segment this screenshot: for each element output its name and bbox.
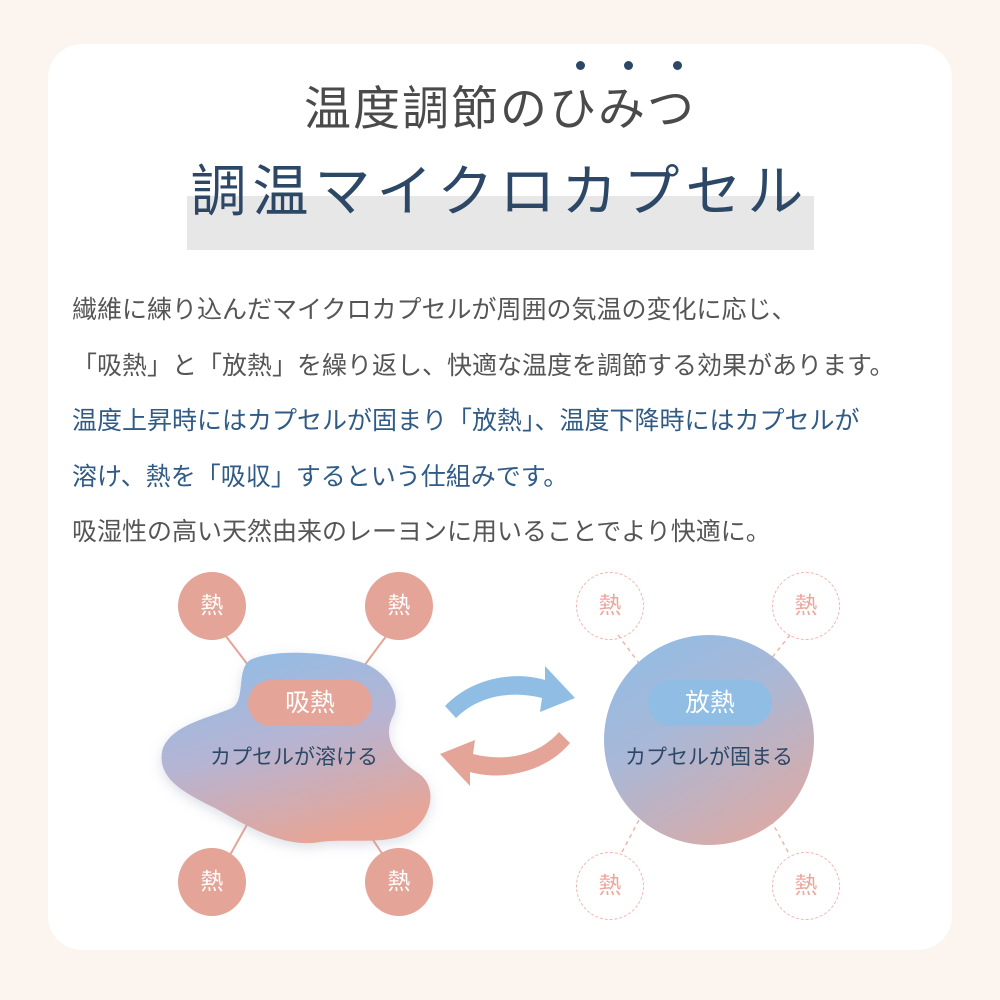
- heat-circle: 熱: [365, 848, 433, 916]
- description-line: 「吸熱」と「放熱」を繰り返し、快適な温度を調節する効果があります。: [72, 350, 895, 380]
- page-subtitle: 調温マイクロカプセル: [190, 160, 810, 225]
- decorative-dots-icon: [0, 61, 1000, 73]
- description-line: 繊維に練り込んだマイクロカプセルが周囲の気温の変化に応じ、: [72, 295, 797, 324]
- description-line: 温度上昇時にはカプセルが固まり「放熱」、温度下降時にはカプセルが: [72, 406, 860, 435]
- release-badge: 放熱: [648, 680, 772, 726]
- heat-circle: 熱: [178, 848, 246, 916]
- description-line: 吸湿性の高い天然由来のレーヨンに用いることでより快適に。: [72, 517, 771, 546]
- description-line: 溶け、熱を「吸収」するという仕組みです。: [72, 461, 569, 491]
- cycle-arrow-bottom-icon: [440, 732, 570, 786]
- page-title: 温度調節のひみつ: [304, 82, 696, 137]
- subtitle-highlight: [187, 196, 814, 250]
- dot: [624, 61, 633, 70]
- cycle-arrow-top-icon: [445, 666, 575, 718]
- heat-circle: 熱: [365, 572, 433, 640]
- heat-circle-faded: 熱: [576, 572, 644, 640]
- heat-circle-faded: 熱: [576, 852, 644, 920]
- heat-circle: 熱: [178, 572, 246, 640]
- dot: [673, 61, 682, 70]
- heat-circle-faded: 熱: [772, 572, 840, 640]
- dot: [576, 61, 585, 70]
- heat-circle-faded: 熱: [772, 852, 840, 920]
- solidify-caption: カプセルが固まる: [625, 745, 793, 769]
- diagram-graphics: [161, 634, 791, 856]
- heat-cycle-diagram: 熱 熱 熱 熱 熱 熱 熱 熱 吸熱 カプセルが溶ける 放熱 カプセルが固まる: [0, 560, 1000, 940]
- melt-caption: カプセルが溶ける: [210, 745, 378, 769]
- solid-capsule-ball: [604, 635, 814, 845]
- description: 繊維に練り込んだマイクロカプセルが周囲の気温の変化に応じ、 「吸熱」と「放熱」を…: [72, 282, 952, 560]
- right-connector-lines: [617, 634, 791, 853]
- absorb-badge: 吸熱: [248, 680, 372, 726]
